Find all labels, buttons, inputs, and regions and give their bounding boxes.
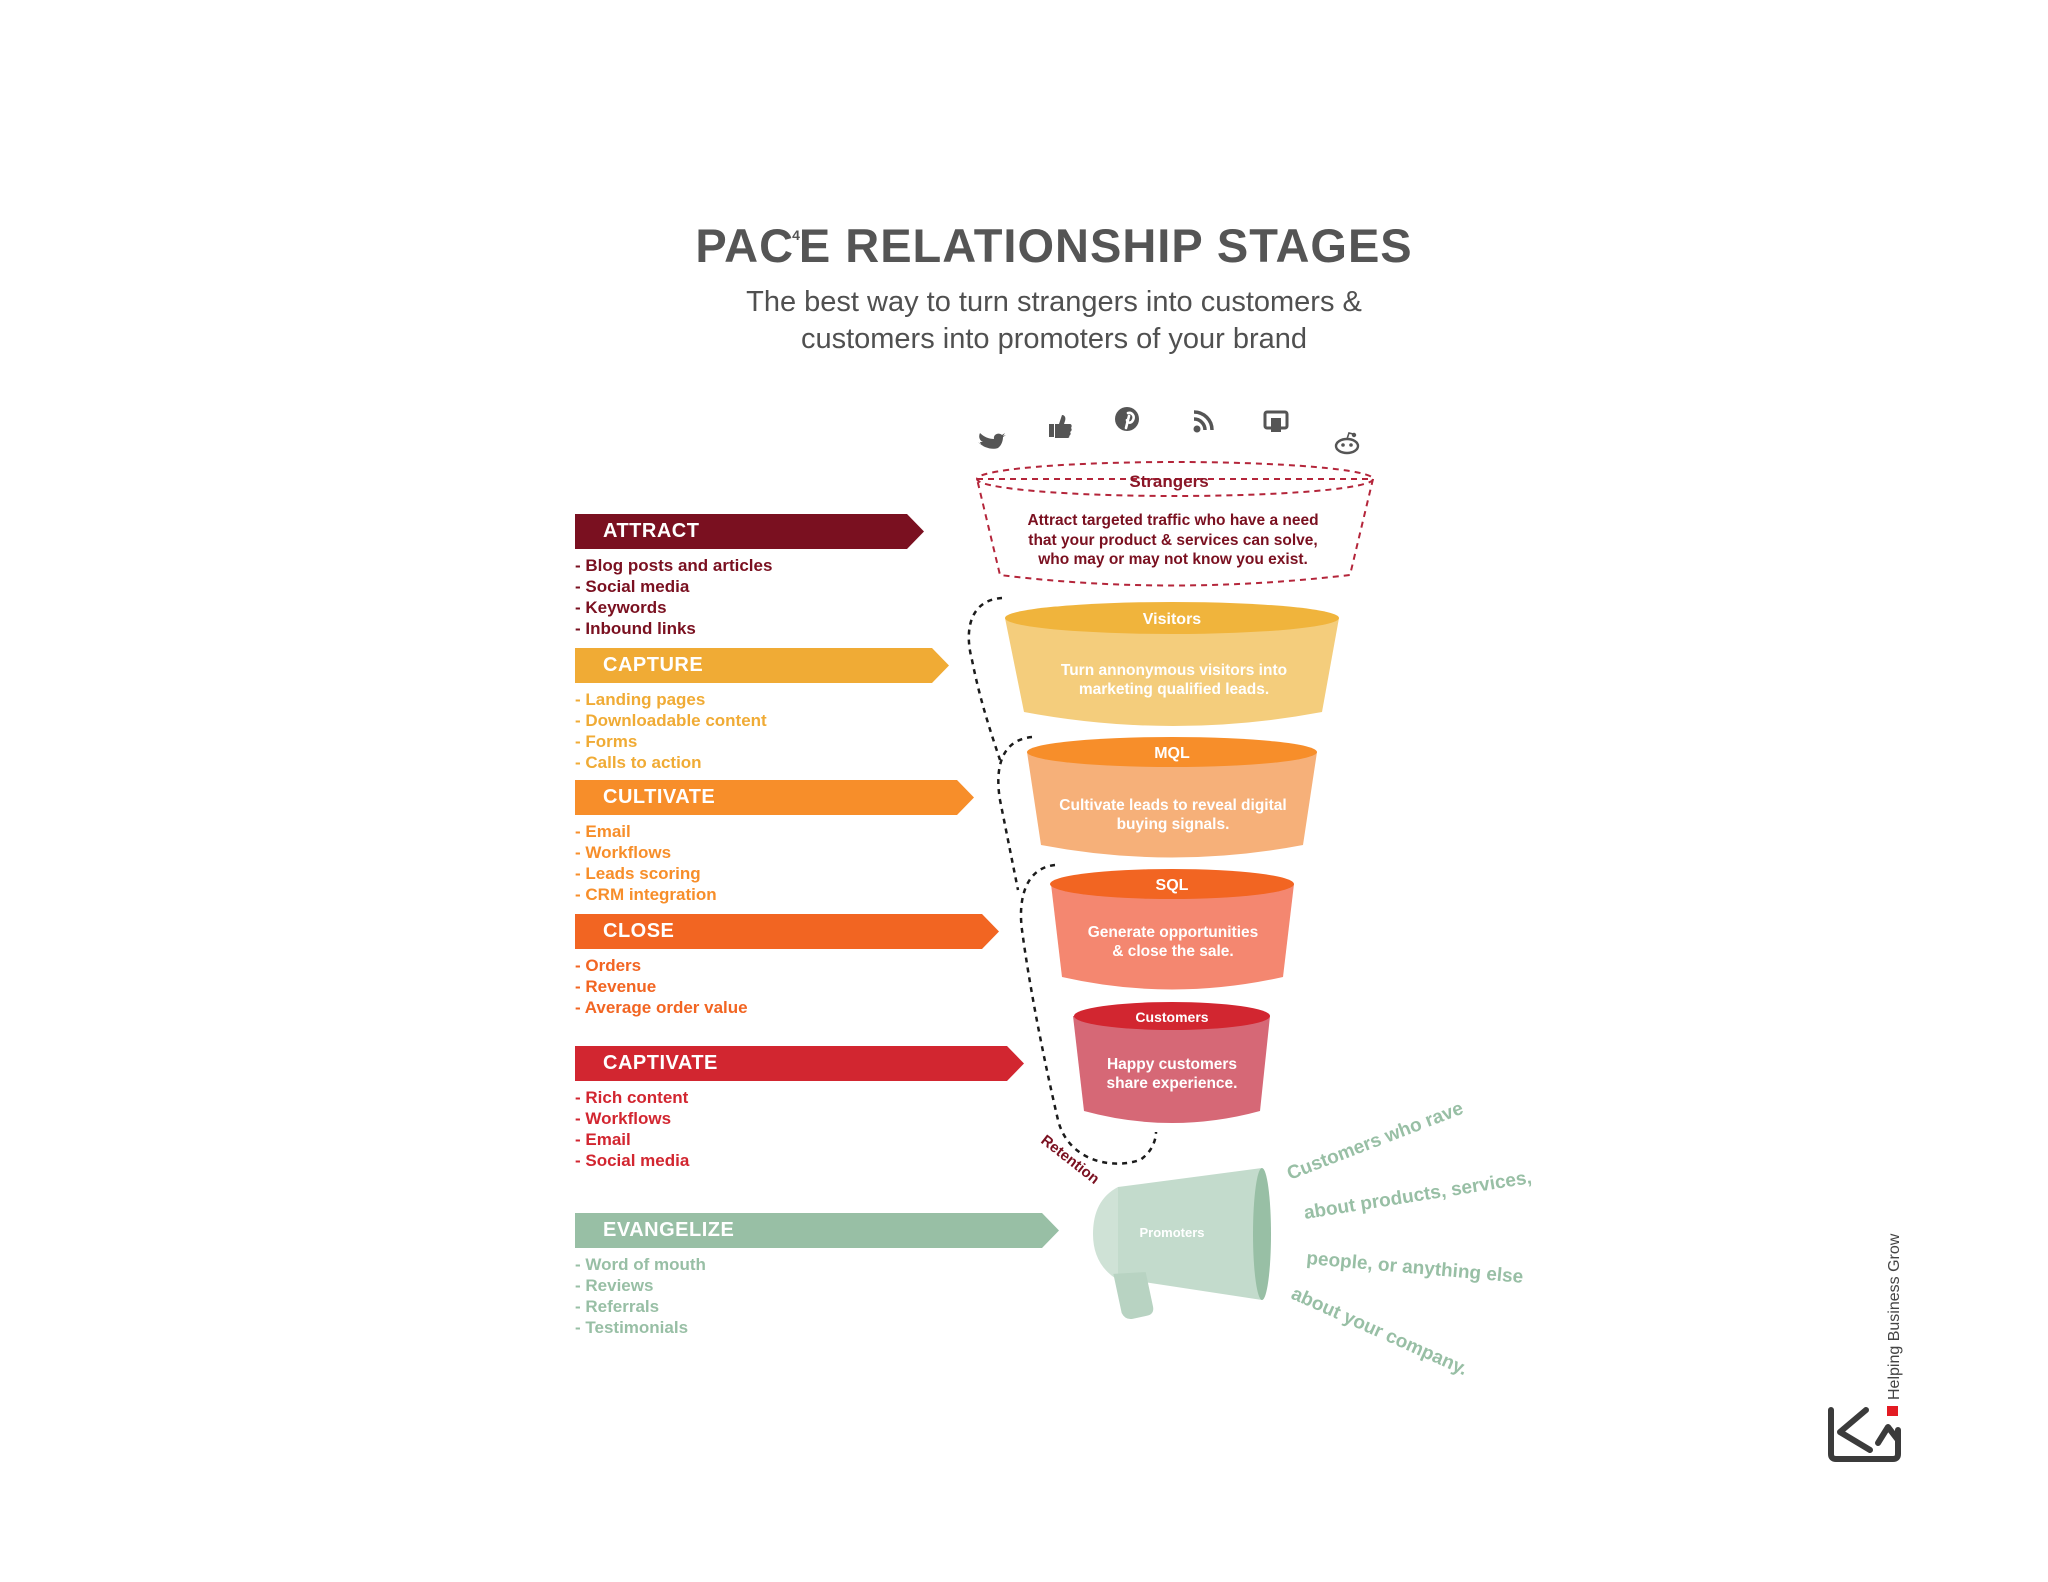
mql-line-2: buying signals. bbox=[1117, 816, 1230, 833]
flickr-icon bbox=[1265, 412, 1287, 432]
customers-title: Customers bbox=[1135, 1009, 1208, 1025]
sql-line-1: Generate opportunities bbox=[1088, 924, 1259, 941]
visitors-line-2: marketing qualified leads. bbox=[1079, 681, 1269, 698]
mql-line-1: Cultivate leads to reveal digital bbox=[1059, 797, 1286, 814]
facebook-like-icon bbox=[1049, 415, 1072, 438]
brand-accent bbox=[1887, 1406, 1898, 1416]
visitors-title: Visitors bbox=[1143, 611, 1202, 628]
sql-line-2: & close the sale. bbox=[1112, 943, 1233, 960]
reddit-icon bbox=[1336, 433, 1358, 453]
customers-line-2: share experience. bbox=[1107, 1075, 1238, 1092]
promoters-label: Promoters bbox=[1139, 1225, 1204, 1240]
strangers-title: Strangers bbox=[1129, 472, 1208, 491]
sql-title: SQL bbox=[1156, 877, 1189, 894]
rave-line-4: about your company. bbox=[1288, 1283, 1471, 1380]
strangers-line-3: who may or may not know you exist. bbox=[1037, 551, 1308, 568]
mql-title: MQL bbox=[1154, 745, 1190, 762]
rave-line-3: people, or anything else bbox=[1306, 1248, 1525, 1288]
twitter-icon bbox=[978, 433, 1006, 449]
visitors-line-1: Turn annonymous visitors into bbox=[1061, 662, 1287, 679]
rss-icon bbox=[1194, 412, 1213, 433]
megaphone-icon bbox=[1093, 1168, 1271, 1321]
pinterest-icon bbox=[1115, 407, 1139, 431]
strangers-line-2: that your product & services can solve, bbox=[1028, 532, 1317, 549]
brand-tagline: Helping Business Grow bbox=[1886, 1234, 1904, 1400]
rave-line-1: Customers who rave bbox=[1284, 1098, 1466, 1185]
strangers-line-1: Attract targeted traffic who have a need bbox=[1027, 512, 1318, 529]
customers-line-1: Happy customers bbox=[1107, 1056, 1237, 1073]
brand-logo bbox=[1831, 1406, 1898, 1459]
rave-line-2: about products, services, bbox=[1302, 1167, 1533, 1224]
